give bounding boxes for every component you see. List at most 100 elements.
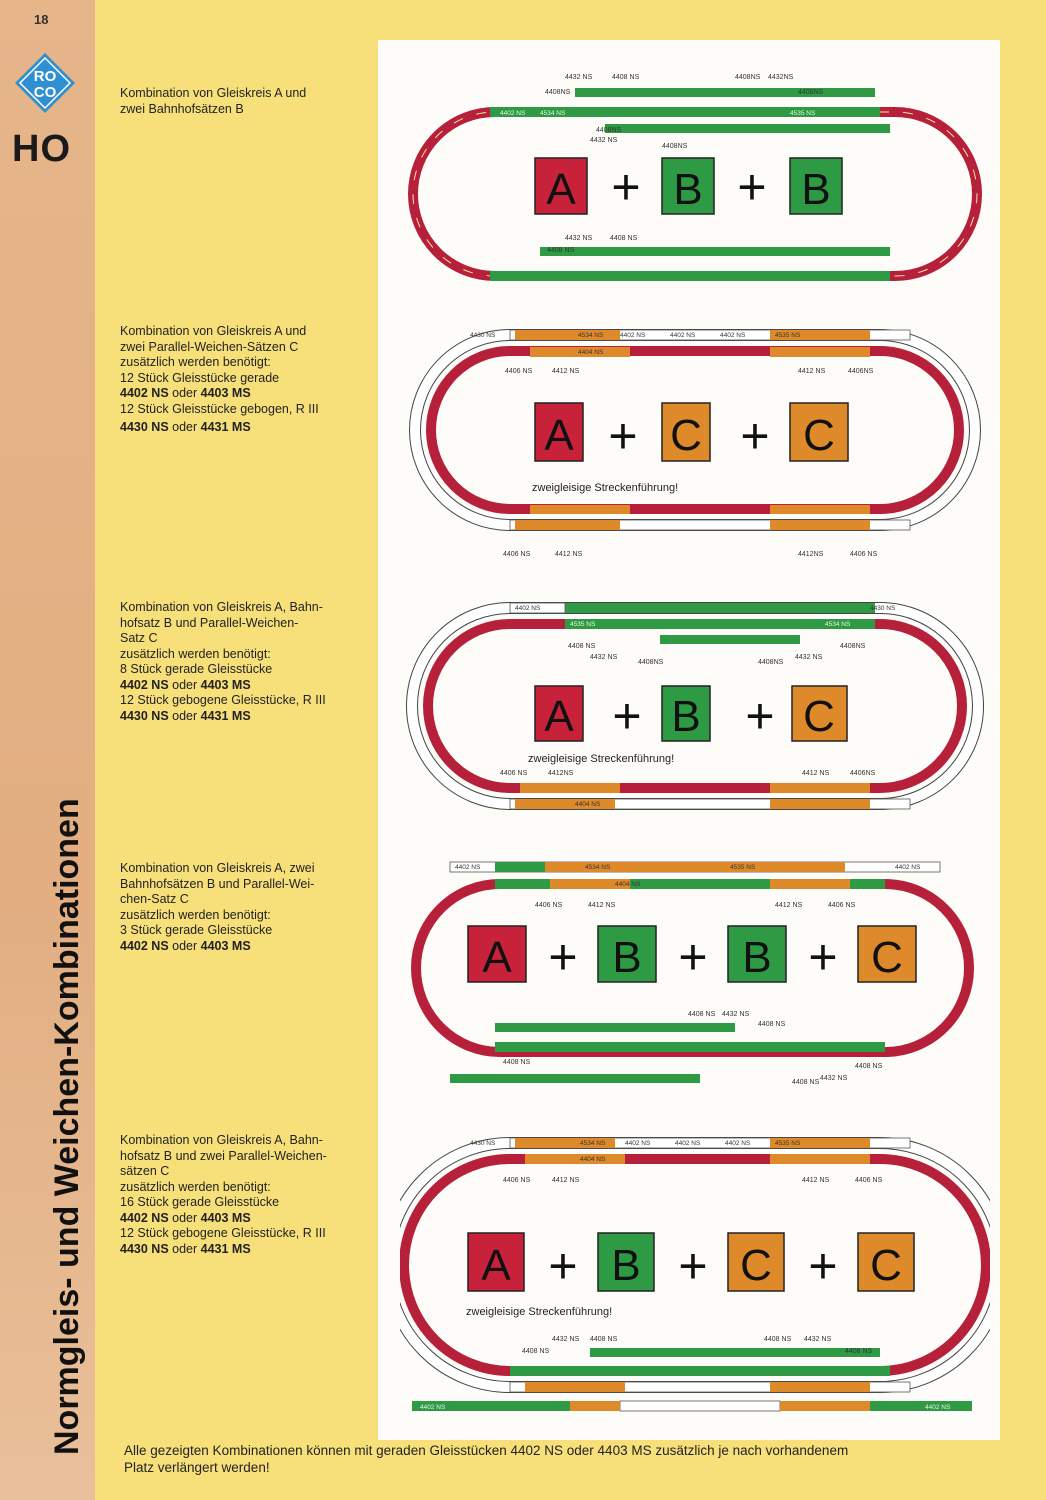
scale-label: HO xyxy=(12,128,71,170)
label: 4534 NS xyxy=(825,621,851,628)
desc-req: 4402 NS oder 4403 MS xyxy=(120,386,251,400)
set-b xyxy=(590,1348,880,1357)
parallel-top xyxy=(509,1137,911,1149)
route-note: zweigleisige Streckenführung! xyxy=(532,482,678,494)
formula: A + C + C xyxy=(534,402,849,464)
desc-line: Satz C xyxy=(120,631,158,645)
formula-box-c xyxy=(789,402,849,462)
formula-letter: C xyxy=(870,1241,902,1290)
parallel-top xyxy=(509,329,911,341)
label: 4432 NS xyxy=(590,137,618,144)
desc-line: 12 Stück Gleisstücke gebogen, R III xyxy=(120,401,319,416)
desc-line: zusätzlich werden benötigt: xyxy=(120,907,271,922)
station-top xyxy=(565,603,875,613)
station-siding xyxy=(660,635,800,644)
formula-box-c xyxy=(727,1232,785,1292)
route-note: zweigleisige Streckenführung! xyxy=(528,753,674,765)
formula: A + B + B + C xyxy=(467,925,917,985)
desc-line: Kombination von Gleiskreis A, Bahn- xyxy=(120,1133,323,1147)
label: 4402 NS xyxy=(895,864,921,871)
set-c xyxy=(770,1382,870,1392)
label: 4430 NS xyxy=(870,605,896,612)
formula-letter: C xyxy=(871,933,903,982)
set-b xyxy=(495,1042,885,1052)
label: 4402 NS xyxy=(500,110,526,117)
formula-letter: B xyxy=(801,165,830,214)
formula-letter: A xyxy=(544,411,574,460)
desc-abcc: Kombination von Gleiskreis A, Bahn- hofs… xyxy=(120,1133,360,1257)
desc-req: 4402 NS oder 4403 MS xyxy=(120,677,251,692)
diagram-acc: 4402 NS 4402 NS 4402 NS 4534 NS 4404 NS … xyxy=(409,329,981,558)
formula-plus: + xyxy=(808,929,837,985)
station-track-bottom xyxy=(540,247,890,256)
label: 4408NS xyxy=(596,127,622,134)
label: 4412 NS xyxy=(555,551,583,558)
label: 4408 NS xyxy=(758,1021,786,1028)
desc-req: 4430 NS oder 4431 MS xyxy=(120,708,251,723)
label: 4408 NS xyxy=(590,1336,618,1343)
formula-letter: A xyxy=(546,165,576,214)
set-c xyxy=(545,862,845,872)
label: 4430 NS xyxy=(470,332,496,339)
section-title: Normgleis- und Weichen-Kombinationen xyxy=(48,798,86,1455)
label: 4406 NS xyxy=(828,902,856,909)
formula-plus: + xyxy=(740,408,769,464)
label: 4534 NS xyxy=(578,332,604,339)
formula-plus: + xyxy=(678,1238,707,1294)
label: 4408 NS xyxy=(764,1336,792,1343)
formula-plus: + xyxy=(808,1238,837,1294)
formula-plus: + xyxy=(611,159,640,215)
formula-box-b xyxy=(661,157,715,215)
label: 4406 NS xyxy=(855,1177,883,1184)
desc-line: 12 Stück Gleisstücke gerade xyxy=(120,370,280,385)
formula-letter: B xyxy=(673,165,702,214)
set-c xyxy=(515,330,570,340)
formula-box-c xyxy=(857,1232,915,1292)
formula-box-a xyxy=(534,402,584,462)
label: 4408NS xyxy=(545,89,571,96)
label: 4406NS xyxy=(848,368,874,375)
desc-line: Kombination von Gleiskreis A, Bahn- xyxy=(120,600,323,614)
desc-line: Kombination von Gleiskreis A und xyxy=(120,86,307,100)
formula-box-c xyxy=(661,402,711,462)
formula-box-c xyxy=(857,925,917,983)
set-b xyxy=(495,862,545,872)
formula-letter: B xyxy=(671,692,700,741)
label: 4406 NS xyxy=(503,551,531,558)
label: 4406 NS xyxy=(505,368,533,375)
diagram-abc: 4402 NS 4535 NS 4534 NS 4404 NS 4430 NS … xyxy=(406,602,984,810)
set-b xyxy=(495,879,885,889)
label: 4412 NS xyxy=(802,770,830,777)
set-c xyxy=(515,799,615,809)
label: 4535 NS xyxy=(790,110,816,117)
set-c xyxy=(770,1154,870,1164)
desc-abc: Kombination von Gleiskreis A, Bahn- hofs… xyxy=(120,600,360,724)
desc-line: sätzen C xyxy=(120,1164,170,1178)
diagram-abcc: 4402 NS 4402 NS 4402 NS 4534 NS 4535 NS … xyxy=(400,1137,990,1412)
desc-line: 3 Stück gerade Gleisstücke xyxy=(120,923,273,937)
label: 4402 NS xyxy=(675,1140,701,1147)
label: 4432 NS xyxy=(820,1075,848,1082)
plain-track xyxy=(619,1400,781,1412)
label: 4408 NS xyxy=(792,1079,820,1086)
label: 4408 NS xyxy=(855,1063,883,1070)
formula-box-c xyxy=(791,685,848,742)
formula-letter: B xyxy=(612,933,641,982)
station-track-top xyxy=(575,88,875,97)
set-c xyxy=(770,347,870,357)
formula-letter: A xyxy=(482,933,512,982)
label: 4412 NS xyxy=(552,368,580,375)
station-track-lower xyxy=(605,124,890,133)
formula-box-a xyxy=(534,685,584,742)
label: 4408 NS xyxy=(522,1348,550,1355)
formula-letter: B xyxy=(611,1241,640,1290)
label: 4412 NS xyxy=(775,902,803,909)
formula-box-b xyxy=(597,1232,655,1292)
formula-letter: C xyxy=(740,1241,772,1290)
logo-text-top: RO xyxy=(34,68,57,85)
formula-letter: C xyxy=(803,411,835,460)
label: 4404 NS xyxy=(580,1156,606,1163)
footer-line: Alle gezeigten Kombinationen können mit … xyxy=(124,1443,849,1458)
label: 4406NS xyxy=(850,770,876,777)
desc-line: chen-Satz C xyxy=(120,892,189,906)
